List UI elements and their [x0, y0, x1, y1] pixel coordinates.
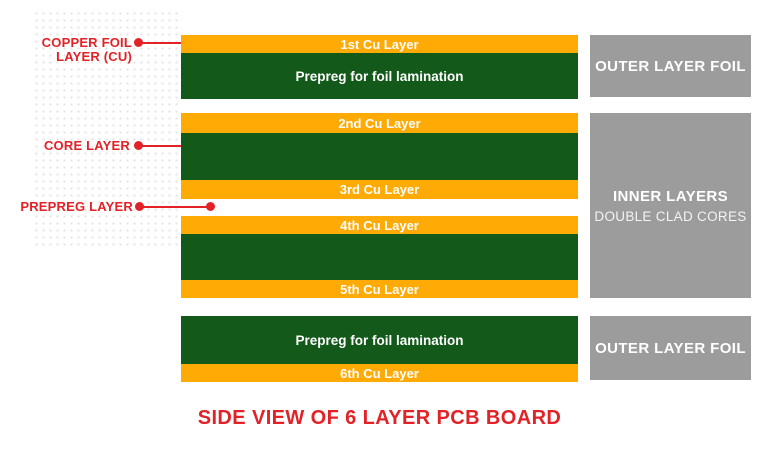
- group-box-sublabel: DOUBLE CLAD CORES: [594, 208, 747, 224]
- callout-prepreg-label: PREPREG LAYER: [20, 199, 133, 214]
- layer-cu-1: 1st Cu Layer: [181, 35, 578, 53]
- group-box-label: OUTER LAYER FOIL: [595, 57, 746, 75]
- layer-cu-5: 5th Cu Layer: [181, 280, 578, 298]
- layer-cu-3: 3rd Cu Layer: [181, 180, 578, 199]
- layer-cu-4: 4th Cu Layer: [181, 216, 578, 234]
- group-box-inner-layers: INNER LAYERS DOUBLE CLAD CORES: [590, 113, 751, 298]
- layer-core-lower: [181, 234, 578, 280]
- layer-cu-2: 2nd Cu Layer: [181, 113, 578, 133]
- group-box-outer-foil-top: OUTER LAYER FOIL: [590, 35, 751, 97]
- layer-prepreg-bottom: Prepreg for foil lamination: [181, 316, 578, 364]
- callout-dot-icon: [206, 202, 215, 211]
- callout-dot-icon: [134, 141, 143, 150]
- layer-prepreg-top: Prepreg for foil lamination: [181, 53, 578, 99]
- group-box-label: OUTER LAYER FOIL: [595, 339, 746, 357]
- callout-line: [139, 42, 210, 44]
- layer-cu-6: 6th Cu Layer: [181, 364, 578, 382]
- callout-dot-icon: [135, 202, 144, 211]
- dot-texture: [33, 10, 181, 248]
- callout-copper-foil-line2: LAYER (CU): [56, 49, 132, 64]
- callout-line: [140, 206, 210, 208]
- callout-line: [139, 145, 210, 147]
- layer-core-upper: [181, 133, 578, 180]
- callout-copper-foil-line1: COPPER FOIL: [41, 35, 132, 50]
- diagram-title: SIDE VIEW OF 6 LAYER PCB BOARD: [197, 407, 562, 429]
- group-box-outer-foil-bottom: OUTER LAYER FOIL: [590, 316, 751, 380]
- group-box-label: INNER LAYERS: [612, 187, 729, 205]
- callout-core-label: CORE LAYER: [43, 138, 130, 153]
- callout-dot-icon: [134, 38, 143, 47]
- callout-copper-foil-label: COPPER FOIL LAYER (CU): [20, 36, 132, 64]
